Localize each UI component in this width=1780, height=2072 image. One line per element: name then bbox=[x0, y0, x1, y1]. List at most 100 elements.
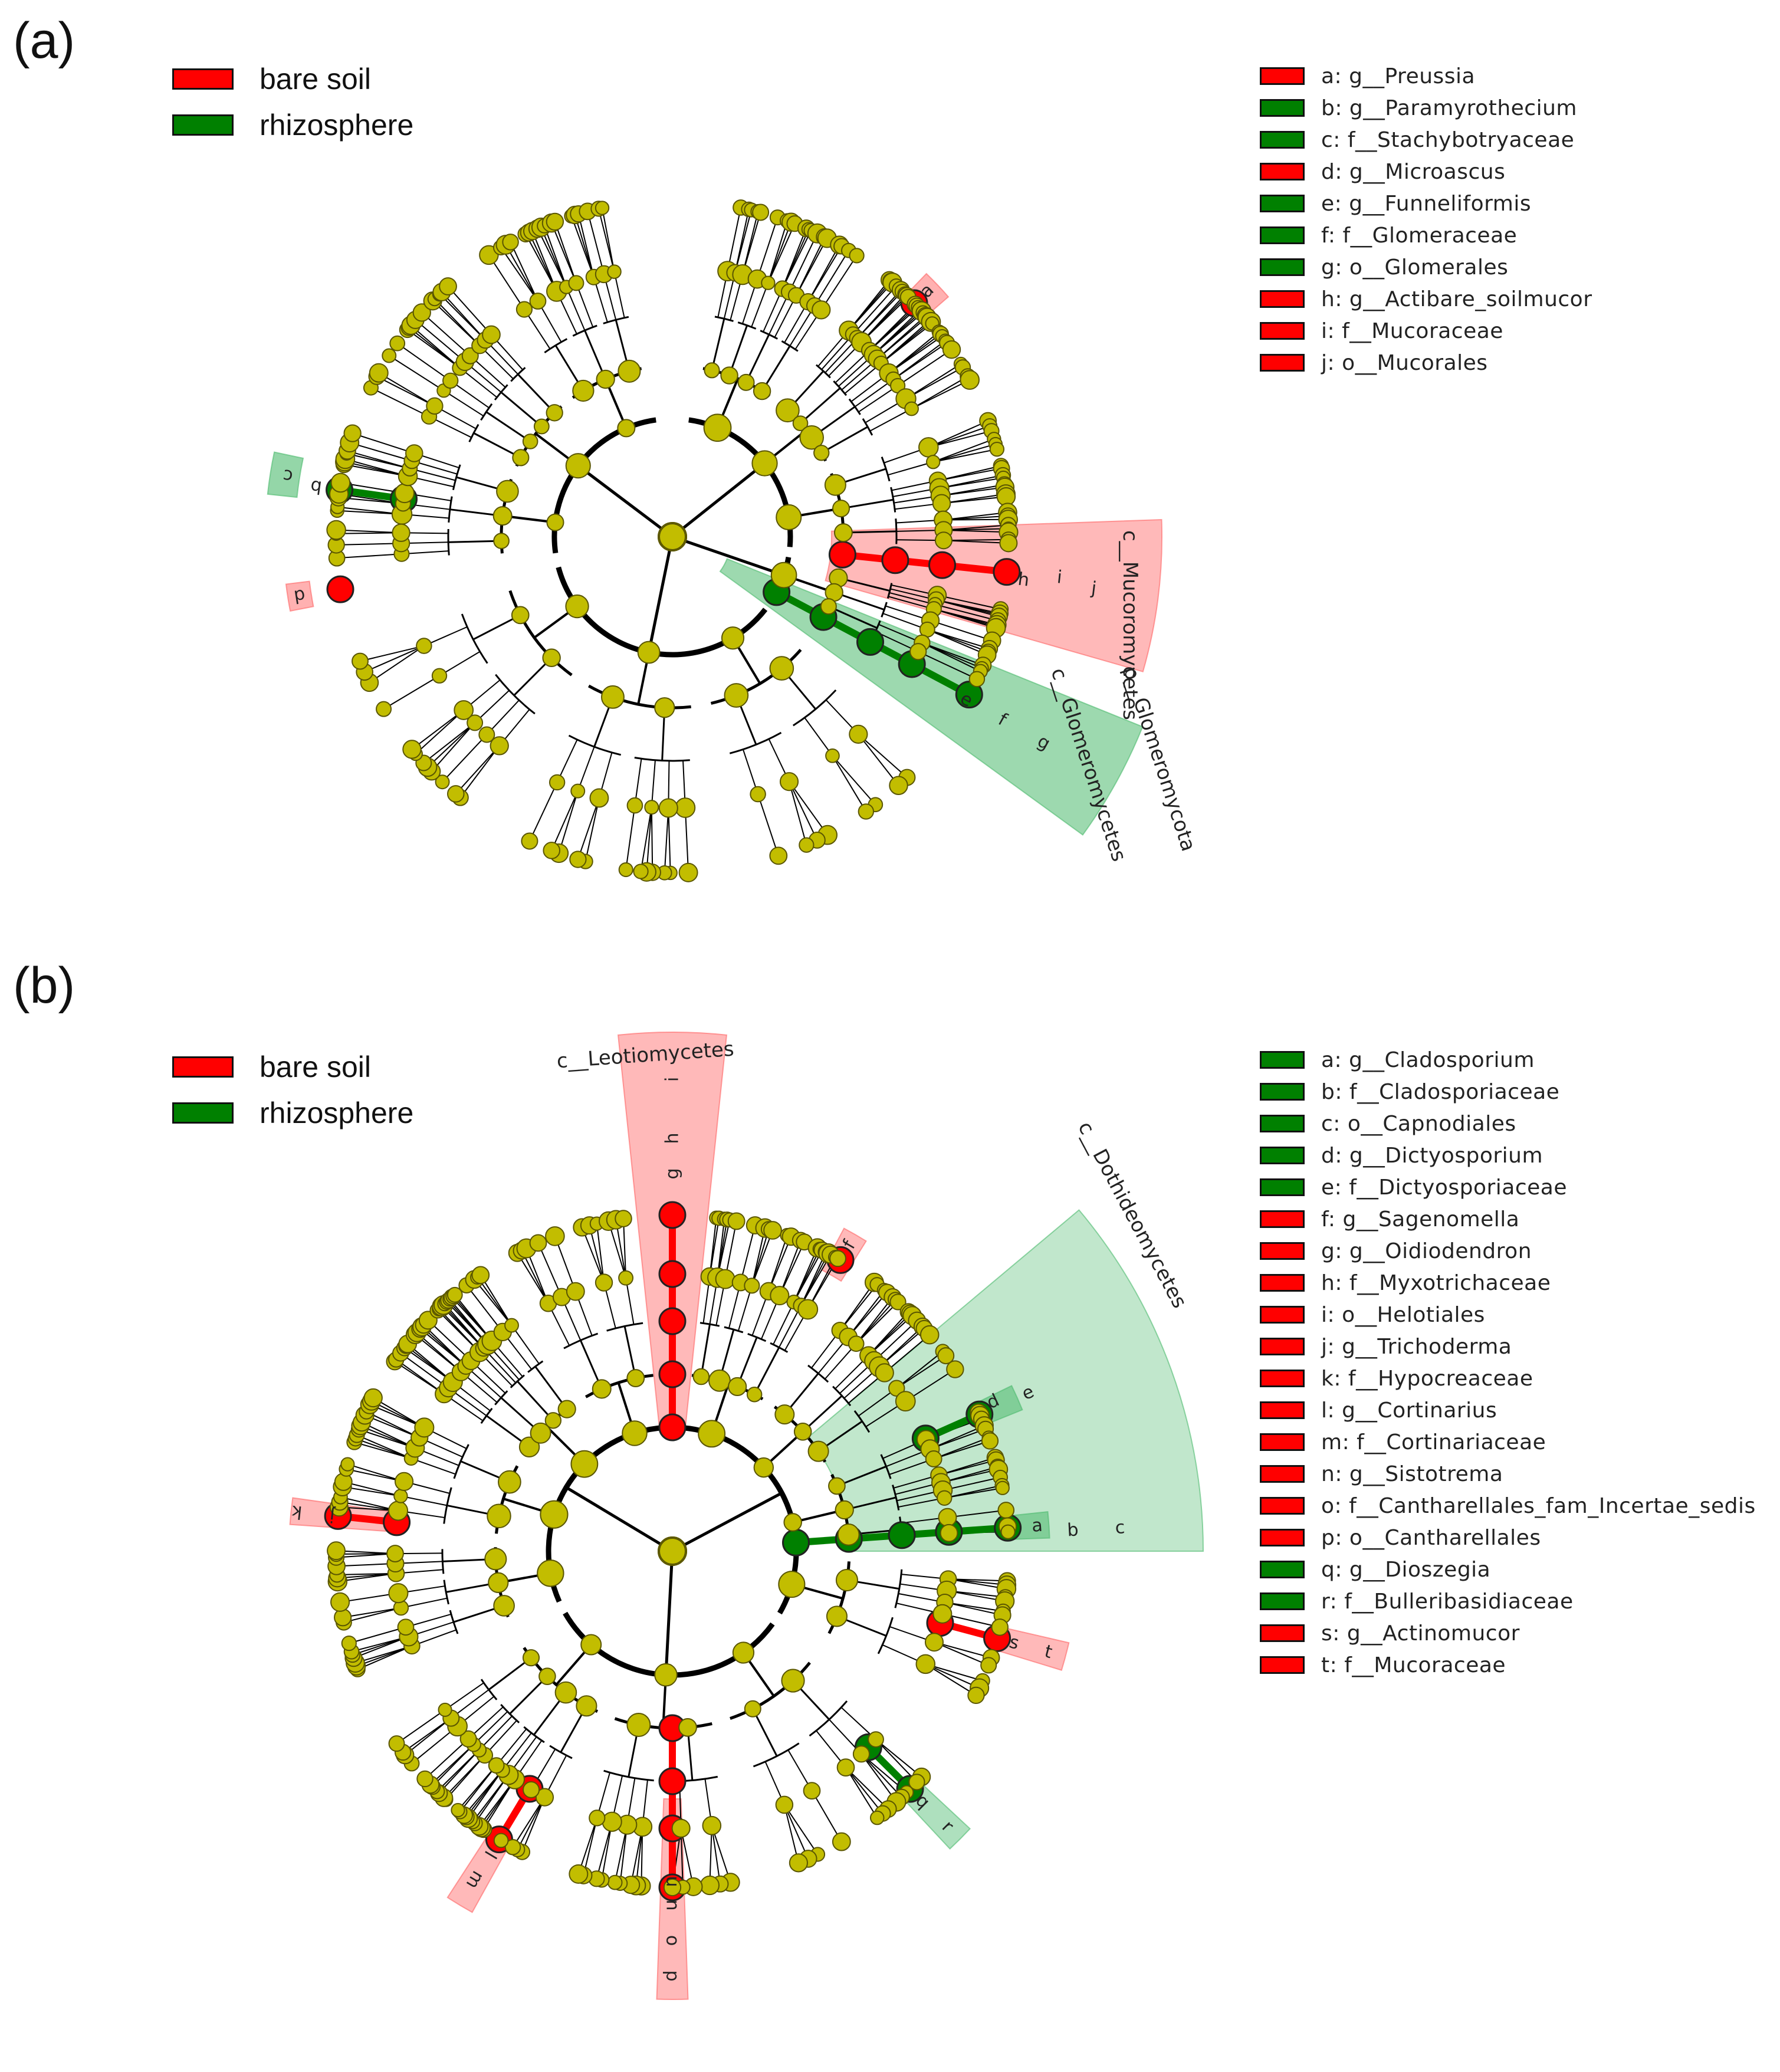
genus-node bbox=[439, 277, 457, 295]
order-stem bbox=[751, 1708, 778, 1757]
order-arc bbox=[892, 1485, 900, 1511]
order-arc bbox=[862, 418, 873, 436]
family-node bbox=[394, 1472, 414, 1491]
taxa-legend-item: c: o__Capnodiales bbox=[1260, 1108, 1756, 1140]
genus-stem bbox=[779, 1240, 802, 1296]
genus-stem bbox=[767, 221, 788, 283]
genus-stem bbox=[480, 1275, 513, 1326]
genus-stem bbox=[884, 1334, 930, 1374]
family-node bbox=[868, 1731, 884, 1748]
order-stem bbox=[700, 1324, 711, 1377]
taxa-legend-item: h: f__Myxotrichaceae bbox=[1260, 1267, 1756, 1299]
class-node bbox=[751, 450, 778, 477]
order-stem bbox=[485, 411, 531, 442]
genus-stem bbox=[796, 238, 828, 296]
genus-stem bbox=[336, 543, 402, 546]
genus-node bbox=[493, 1833, 509, 1848]
genus-stem bbox=[544, 225, 567, 287]
family-node bbox=[932, 494, 951, 513]
family-node bbox=[770, 1286, 790, 1306]
genus-node bbox=[968, 671, 986, 688]
genus-stem bbox=[427, 722, 475, 768]
genus-node bbox=[889, 776, 908, 795]
genus-node bbox=[832, 1832, 851, 1851]
genus-stem bbox=[583, 1818, 598, 1876]
genus-stem bbox=[360, 1425, 416, 1449]
genus-stem bbox=[944, 1601, 1003, 1612]
taxa-legend-swatch bbox=[1260, 131, 1305, 149]
order-node bbox=[826, 1605, 848, 1627]
genus-stem bbox=[911, 379, 970, 409]
class-node bbox=[778, 1571, 806, 1598]
order-arc bbox=[544, 338, 568, 354]
genus-stem bbox=[352, 432, 415, 454]
order-arc bbox=[753, 1742, 800, 1768]
genus-node bbox=[618, 862, 633, 878]
family-node bbox=[523, 1781, 540, 1798]
genus-stem bbox=[876, 317, 928, 360]
order-node bbox=[835, 1569, 859, 1592]
class-node bbox=[783, 1513, 802, 1532]
order-arc bbox=[453, 1444, 469, 1479]
order-arc bbox=[848, 398, 861, 415]
genus-stem bbox=[531, 231, 557, 292]
genus-stem bbox=[434, 298, 481, 346]
genus-stem bbox=[455, 745, 500, 794]
order-node bbox=[799, 425, 824, 450]
genus-node bbox=[471, 1266, 490, 1285]
biomarker-node bbox=[658, 1360, 687, 1388]
order-arc bbox=[461, 613, 488, 664]
order-arc bbox=[494, 384, 508, 400]
taxa-legend-swatch bbox=[1260, 1401, 1305, 1419]
order-stem bbox=[711, 318, 725, 371]
order-node bbox=[678, 1718, 697, 1737]
class-arc bbox=[827, 1561, 850, 1634]
group-legend-a: bare soil rhizosphere bbox=[172, 56, 413, 148]
genus-stem bbox=[740, 1225, 756, 1283]
legend-label-bare-soil: bare soil bbox=[260, 63, 371, 96]
taxa-legend-swatch bbox=[1260, 1338, 1305, 1355]
order-stem bbox=[828, 605, 878, 629]
marker-letter: c bbox=[1115, 1517, 1125, 1538]
genus-stem bbox=[488, 254, 525, 310]
order-node bbox=[572, 379, 595, 402]
order-arc bbox=[781, 340, 799, 352]
genus-stem bbox=[943, 528, 1009, 531]
taxa-legend-swatch bbox=[1260, 1115, 1305, 1132]
family-stem bbox=[410, 1457, 456, 1475]
family-node bbox=[395, 483, 415, 504]
group-legend-item: bare soil bbox=[172, 56, 413, 102]
phylum-node bbox=[659, 1538, 686, 1565]
family-node bbox=[626, 797, 643, 814]
order-arc bbox=[890, 487, 896, 513]
family-stem bbox=[443, 390, 484, 417]
genus-stem bbox=[868, 1315, 913, 1356]
clade-stem bbox=[672, 535, 784, 577]
genus-stem bbox=[941, 1469, 999, 1483]
family-node bbox=[595, 1273, 613, 1292]
genus-stem bbox=[596, 1223, 605, 1283]
genus-node bbox=[595, 201, 610, 215]
genus-stem bbox=[789, 781, 828, 836]
family-node bbox=[535, 1788, 554, 1807]
genus-stem bbox=[336, 1562, 396, 1567]
genus-stem bbox=[845, 1767, 884, 1814]
genus-stem bbox=[768, 1235, 788, 1292]
order-arc bbox=[563, 1332, 599, 1349]
genus-stem bbox=[751, 1229, 770, 1286]
order-arc bbox=[760, 330, 779, 340]
order-node bbox=[487, 1503, 511, 1529]
genus-stem bbox=[861, 1754, 902, 1798]
taxa-legend-label: d: g__Microascus bbox=[1321, 159, 1506, 184]
genus-node bbox=[769, 846, 788, 865]
order-arc bbox=[853, 1410, 871, 1433]
family-node bbox=[803, 1782, 821, 1800]
genus-stem bbox=[366, 1411, 420, 1439]
clade-stem bbox=[664, 1551, 674, 1675]
taxa-legend-swatch bbox=[1260, 1592, 1305, 1610]
taxa-legend-label: j: o__Mucorales bbox=[1321, 350, 1488, 375]
genus-stem bbox=[861, 1754, 897, 1802]
order-arc bbox=[449, 1610, 459, 1634]
genus-stem bbox=[832, 755, 867, 812]
